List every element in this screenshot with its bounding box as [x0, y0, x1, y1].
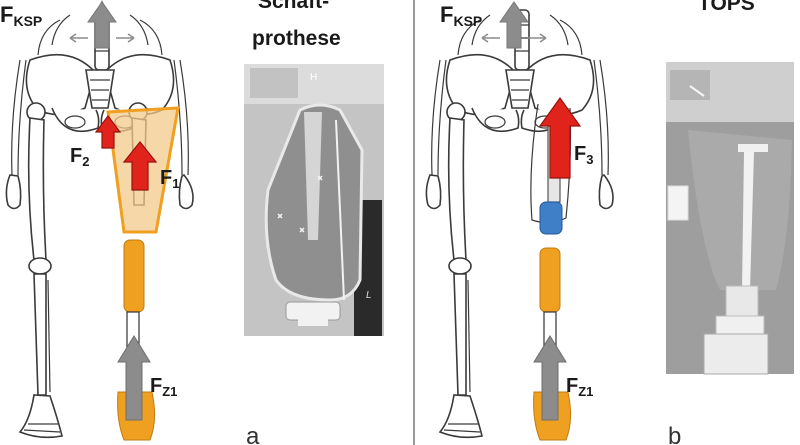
panel-letter-a: a	[246, 423, 260, 445]
prosthesis-shank-b	[539, 247, 561, 313]
label-f3: F3	[574, 143, 593, 167]
label-fksp-b: FKSP	[440, 2, 482, 29]
photo-title-a-line1: Schaft-	[258, 0, 329, 13]
label-fksp-a: FKSP	[0, 2, 42, 29]
xray-marker-top: H	[310, 72, 317, 83]
panel-letter-b: b	[668, 423, 681, 445]
photo-title-a-line2: prothese	[252, 27, 341, 50]
skeleton-a	[5, 9, 194, 439]
ksp-arrow-a	[69, 0, 135, 49]
xray-marker-bottom: L	[366, 290, 372, 301]
connector-blue	[539, 201, 563, 235]
fz1-arrow-b	[533, 335, 567, 421]
fz1-arrow-a	[117, 335, 151, 421]
label-f1: F1	[160, 167, 179, 191]
f3-arrow	[538, 96, 582, 179]
xray-image-a: H L	[244, 64, 384, 336]
f2-arrow	[94, 115, 122, 149]
skeleton-b	[425, 9, 614, 439]
panel-b: FKSP F3 FZ1 TOPS b	[425, 0, 794, 445]
prosthesis-shank-a	[123, 239, 145, 313]
panel-a: FKSP F2 F1 FZ1 Schaft- prothese H L a	[0, 0, 384, 445]
label-fz1-b: FZ1	[566, 375, 593, 399]
xray-image-b	[666, 62, 794, 375]
f1-arrow	[122, 141, 158, 191]
label-fz1-a: FZ1	[150, 375, 177, 399]
photo-title-b: TOPS	[698, 0, 755, 15]
ksp-arrow-b	[481, 1, 547, 49]
label-f2: F2	[70, 145, 89, 169]
